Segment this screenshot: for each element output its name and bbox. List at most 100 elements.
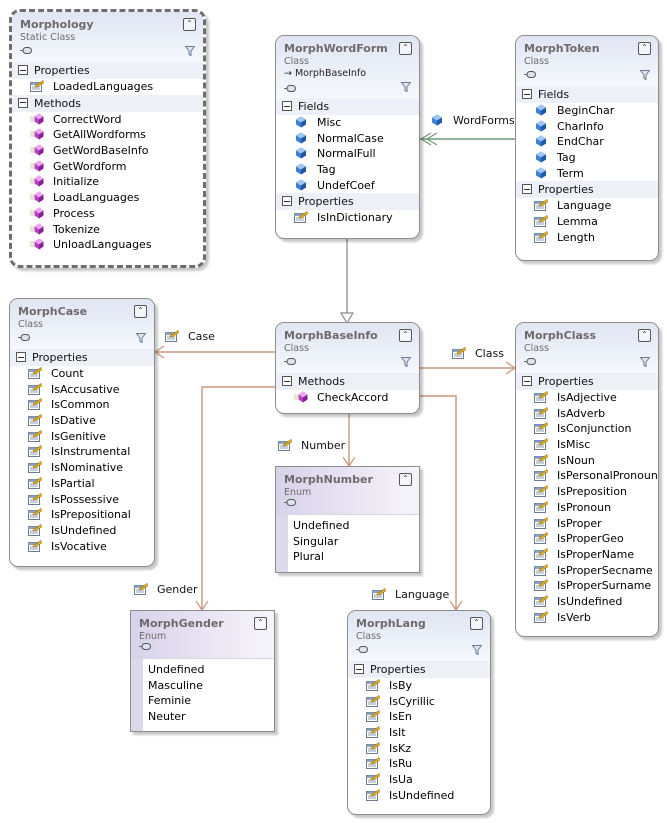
member-item[interactable]: IsIt	[348, 725, 490, 741]
collapse-toggle-icon[interactable]: ⌃	[638, 329, 651, 342]
shape-morphclass[interactable]: MorphClass Class ⌃ Properties IsAdjectiv…	[515, 322, 659, 637]
wordforms-connector-label[interactable]: WordForms	[430, 114, 515, 127]
member-item[interactable]: IsUndefined	[516, 594, 658, 610]
member-item[interactable]: IsVerb	[516, 610, 658, 626]
enum-value[interactable]: Plural	[293, 550, 324, 563]
member-item[interactable]: IsCyrillic	[348, 694, 490, 710]
member-item[interactable]: LoadedLanguages	[12, 79, 203, 95]
member-item[interactable]: Term	[516, 166, 658, 182]
member-item[interactable]: CharInfo	[516, 119, 658, 135]
section-methods[interactable]: Methods	[276, 373, 419, 390]
member-item[interactable]: Tokenize	[12, 222, 203, 238]
section-properties[interactable]: Properties	[10, 349, 154, 366]
collapse-section-icon[interactable]	[522, 184, 532, 195]
member-item[interactable]: IsAdjective	[516, 390, 658, 406]
member-item[interactable]: NormalCase	[276, 131, 419, 147]
filter-icon[interactable]	[401, 357, 411, 367]
member-item[interactable]: IsProperSecname	[516, 563, 658, 579]
filter-icon[interactable]	[640, 70, 650, 80]
member-item[interactable]: IsUndefined	[348, 788, 490, 804]
member-item[interactable]: UnloadLanguages	[12, 237, 203, 253]
member-item[interactable]: IsProper	[516, 516, 658, 532]
member-item[interactable]: CheckAccord	[276, 390, 419, 406]
wordforms-connector[interactable]	[419, 132, 515, 146]
enum-value[interactable]: Neuter	[148, 709, 186, 723]
shape-morphgender[interactable]: MorphGender Enum ⌃ Undefined Masculine F…	[130, 610, 275, 732]
language-connector[interactable]	[419, 395, 463, 612]
member-item[interactable]: LoadLanguages	[12, 190, 203, 206]
shape-morphlang[interactable]: MorphLang Class ⌃ Properties IsBy IsCyri…	[347, 610, 491, 815]
number-connector-label[interactable]: Number	[278, 439, 345, 452]
member-item[interactable]: IsPrepositional	[10, 507, 154, 523]
collapse-section-icon[interactable]	[522, 89, 532, 99]
member-item[interactable]: Lemma	[516, 214, 658, 230]
member-item[interactable]: IsVocative	[10, 539, 154, 555]
collapse-section-icon[interactable]	[282, 376, 292, 386]
member-item[interactable]: GetWordform	[12, 159, 203, 175]
member-item[interactable]: Process	[12, 206, 203, 222]
member-item[interactable]: IsAccusative	[10, 382, 154, 398]
shape-morphology[interactable]: Morphology Static Class ⌃ Properties Loa…	[9, 9, 206, 268]
language-connector-label[interactable]: Language	[372, 588, 449, 601]
section-fields[interactable]: Fields	[516, 86, 658, 103]
collapse-toggle-icon[interactable]: ⌃	[470, 617, 483, 630]
case-connector[interactable]	[153, 345, 275, 359]
member-item[interactable]: Length	[516, 230, 658, 246]
member-item[interactable]: IsNoun	[516, 453, 658, 469]
member-item[interactable]: IsNominative	[10, 460, 154, 476]
section-properties[interactable]: Properties	[348, 661, 490, 678]
gender-connector-label[interactable]: Gender	[134, 583, 198, 596]
member-item[interactable]: GetAllWordforms	[12, 127, 203, 143]
enum-value[interactable]: Undefined	[148, 663, 205, 676]
member-item[interactable]: UndefCoef	[276, 178, 419, 194]
filter-icon[interactable]	[640, 357, 650, 367]
collapse-toggle-icon[interactable]: ⌃	[183, 18, 196, 31]
collapse-section-icon[interactable]	[18, 97, 28, 108]
filter-icon[interactable]	[136, 333, 146, 343]
enum-value[interactable]: Undefined	[293, 519, 350, 532]
class-connector[interactable]	[419, 361, 517, 375]
section-methods[interactable]: Methods	[12, 94, 203, 112]
section-properties[interactable]: Properties	[12, 62, 203, 79]
member-item[interactable]: CorrectWord	[12, 112, 203, 128]
member-item[interactable]: BeginChar	[516, 103, 658, 119]
member-item[interactable]: IsConjunction	[516, 421, 658, 437]
member-item[interactable]: IsDative	[10, 413, 154, 429]
member-item[interactable]: NormalFull	[276, 146, 419, 162]
shape-morphtoken[interactable]: MorphToken Class ⌃ Fields BeginChar Char…	[515, 35, 659, 261]
collapse-toggle-icon[interactable]: ⌃	[134, 305, 147, 318]
collapse-section-icon[interactable]	[354, 664, 364, 674]
member-item[interactable]: IsPossessive	[10, 492, 154, 508]
member-item[interactable]: GetWordBaseInfo	[12, 143, 203, 159]
collapse-section-icon[interactable]	[16, 352, 26, 362]
collapse-section-icon[interactable]	[282, 196, 292, 207]
member-item[interactable]: IsUa	[348, 772, 490, 788]
enum-value[interactable]: Singular	[293, 534, 339, 548]
member-item[interactable]: IsProperName	[516, 547, 658, 563]
class-connector-label[interactable]: Class	[452, 347, 504, 360]
filter-icon[interactable]	[185, 46, 195, 56]
enum-value[interactable]: Feminie	[148, 694, 192, 707]
member-item[interactable]: Initialize	[12, 174, 203, 190]
enum-value[interactable]: Masculine	[148, 678, 203, 692]
member-item[interactable]: IsPartial	[10, 476, 154, 492]
collapse-toggle-icon[interactable]: ⌃	[399, 473, 412, 486]
member-item[interactable]: Tag	[276, 162, 419, 178]
shape-morphnumber[interactable]: MorphNumber Enum ⌃ Undefined Singular Pl…	[275, 466, 420, 573]
member-item[interactable]: IsMisc	[516, 437, 658, 453]
shape-morphbaseinfo[interactable]: MorphBaseInfo Class ⌃ Methods CheckAccor…	[275, 322, 420, 414]
member-item[interactable]: IsProperGeo	[516, 531, 658, 547]
member-item[interactable]: IsGenitive	[10, 429, 154, 445]
member-item[interactable]: Language	[516, 198, 658, 214]
member-item[interactable]: IsRu	[348, 756, 490, 772]
member-item[interactable]: Count	[10, 366, 154, 382]
member-item[interactable]: Misc	[276, 115, 419, 131]
collapse-toggle-icon[interactable]: ⌃	[399, 42, 412, 55]
member-item[interactable]: IsCommon	[10, 397, 154, 413]
inheritance-connector[interactable]	[339, 239, 355, 325]
collapse-section-icon[interactable]	[282, 101, 292, 111]
section-fields[interactable]: Fields	[276, 98, 419, 115]
member-item[interactable]: IsUndefined	[10, 523, 154, 539]
member-item[interactable]: IsBy	[348, 678, 490, 694]
